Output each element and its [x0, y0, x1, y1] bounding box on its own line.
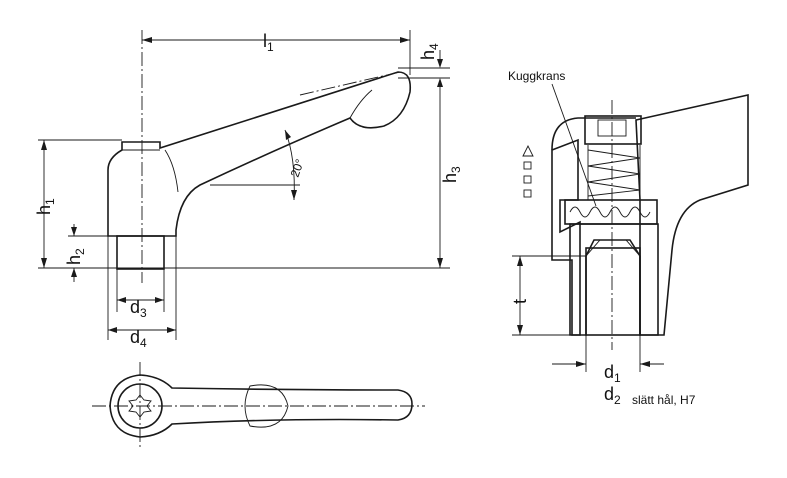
side-view	[38, 30, 450, 340]
insert-section	[569, 223, 659, 336]
square-icon	[523, 161, 532, 170]
thread-shank	[116, 235, 165, 270]
gear-ring	[564, 199, 658, 225]
lever-arm-section	[635, 94, 749, 336]
h3-label: h3	[440, 166, 463, 183]
screw-head	[584, 115, 642, 145]
angle-label: 20°	[288, 157, 307, 179]
spring	[587, 149, 641, 197]
h1-label: h1	[34, 198, 57, 215]
d1-label: d1	[604, 362, 621, 385]
d2-note: slätt hål, H7	[632, 393, 696, 407]
h2-label: h2	[64, 248, 87, 265]
h4-label: h4	[418, 43, 441, 60]
triangle-up-icon	[522, 144, 534, 157]
kuggkrans-label: Kuggkrans	[508, 69, 565, 83]
d2-label: d2	[604, 384, 621, 407]
bore	[585, 247, 641, 336]
t-label: t	[510, 299, 530, 304]
l1-label: l1	[263, 31, 274, 54]
d3-label: d3	[130, 297, 147, 320]
d4-label: d4	[130, 327, 147, 350]
section-hatch	[244, 384, 289, 428]
section-view	[512, 83, 749, 372]
top-view	[92, 362, 425, 450]
lever-outline	[107, 71, 412, 237]
hub-section-left	[551, 138, 581, 336]
top-view-outline	[109, 374, 413, 438]
